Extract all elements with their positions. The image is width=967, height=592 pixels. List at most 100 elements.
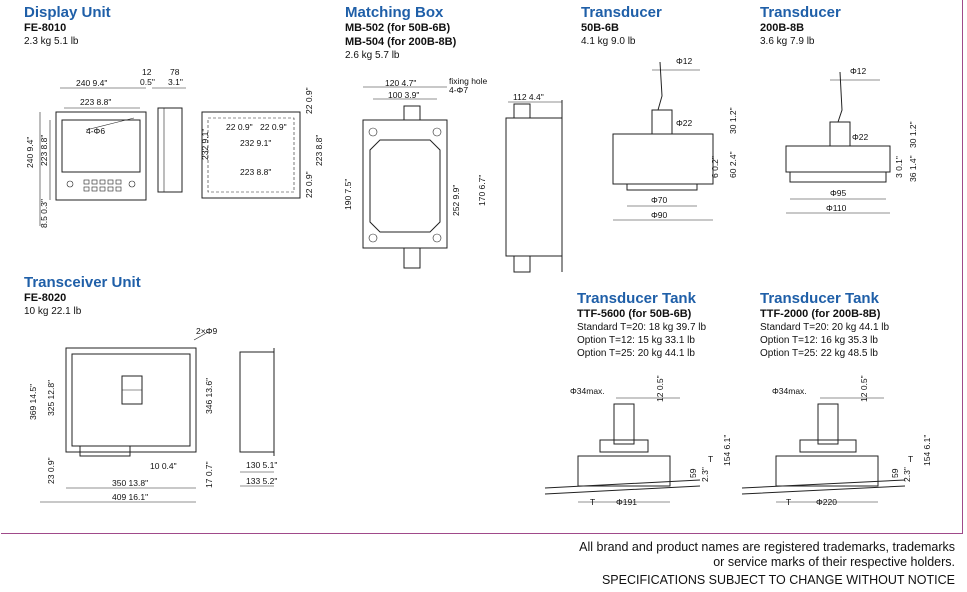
display-unit-weight: 2.3 kg 5.1 lb: [24, 36, 79, 47]
dim-du-inner-height: 223 8.8": [39, 135, 49, 166]
tank-2-line-2: Option T=12: 16 kg 35.3 lb: [760, 335, 878, 346]
dim-tr-offset: 10 0.4": [150, 461, 177, 471]
dim-tank1-base: 59: [688, 468, 698, 478]
dim-t1-body-dia: Φ90: [651, 210, 668, 220]
display-unit-section: Display Unit FE-8010 2.3 kg 5.1 lb: [24, 4, 111, 48]
tank-1-line-1: Standard T=20: 18 kg 39.7 lb: [577, 322, 707, 333]
dim-t2-face-dia: Φ95: [830, 188, 847, 198]
dim-cut-height: 232 9.1": [200, 129, 210, 160]
flush-mount-outline: [201, 111, 301, 199]
dim-cut-right: 22 0.9": [260, 122, 287, 132]
tank-1-stem: [613, 403, 635, 445]
dim-tank1-t-bottom: T: [590, 497, 595, 507]
transducer-1-section: Transducer 50B-6B 4.1 kg 9.0 lb: [581, 4, 662, 48]
transceiver-section: Transceiver Unit FE-8020 10 kg 22.1 lb: [24, 274, 141, 318]
dim-cut-width: 232 9.1": [240, 138, 271, 148]
dim-du-width: 240 9.4": [76, 78, 107, 88]
dim-mb-height: 190 7.5": [343, 179, 353, 210]
dim-tr-width: 409 16.1": [112, 492, 148, 502]
tank-1-section: Transducer Tank TTF-5600 (for 50B-6B) St…: [577, 290, 706, 360]
dim-tr-total-depth: 133 5.2": [246, 476, 277, 486]
dim-du-depth-b: 78: [170, 67, 180, 77]
dim-mb-total-height: 252 9.9": [451, 185, 461, 216]
transducer-1-model: 50B-6B: [581, 22, 619, 34]
dim-tr-hole-pitch-h: 350 13.8": [112, 478, 148, 488]
tank-1-model: TTF-5600 (for 50B-6B): [577, 308, 692, 320]
tank-2-line-3: Option T=25: 22 kg 48.5 lb: [760, 348, 878, 359]
display-screen: [61, 119, 141, 173]
trademark-line-1: All brand and product names are register…: [579, 540, 955, 554]
dim-cut-top: 22 0.9": [304, 87, 314, 114]
transducer-1-drawing: Φ12 Φ22 30 1.2" 60 2.4" 6 0.2" Φ70 Φ90: [612, 56, 738, 221]
dim-cut-left: 22 0.9": [226, 122, 253, 132]
dim-du-bottom: 8.5 0.3": [39, 199, 49, 228]
dim-mb-width: 120 4.7": [385, 78, 416, 88]
transceiver-title: Transceiver Unit: [24, 274, 141, 291]
dim-tank2-dia: Φ220: [816, 497, 837, 507]
tank-2-drawing: Φ34max. 12 0.5" 154 6.1" 59 2.3" T Φ220 …: [741, 375, 932, 507]
tank-2-hull: [741, 479, 906, 495]
dim-mb-hole-pitch: 100 3.9": [388, 90, 419, 100]
dim-du-inner-width: 223 8.8": [80, 97, 111, 107]
display-unit-title: Display Unit: [24, 4, 111, 21]
dim-cut-bottom: 22 0.9": [304, 171, 314, 198]
transducer-2-section: Transducer 200B-8B 3.6 kg 7.9 lb: [760, 4, 841, 48]
dim-t2-height: 36 1.4": [908, 155, 918, 182]
matching-box-section: Matching Box MB-502 (for 50B-6B) MB-504 …: [345, 4, 456, 62]
tank-1-line-3: Option T=25: 20 kg 44.1 lb: [577, 348, 695, 359]
t2-cable: [837, 71, 843, 123]
specifications-notice: SPECIFICATIONS SUBJECT TO CHANGE WITHOUT…: [601, 573, 955, 587]
tr-front-outline: [65, 347, 197, 453]
dim-du-height: 240 9.4": [25, 137, 35, 168]
dim-mb-fixing-hole: fixing hole: [449, 76, 488, 86]
dim-tr-panel-height: 346 13.6": [204, 378, 214, 414]
transducer-2-drawing: Φ12 Φ22 30 1.2" 36 1.4" 3 0.1" Φ95 Φ110: [785, 66, 918, 214]
dim-tank2-height: 154 6.1": [922, 435, 932, 466]
transducer-1-title: Transducer: [581, 4, 662, 21]
tank-1-body: [577, 455, 671, 487]
tank-1-title: Transducer Tank: [577, 290, 696, 307]
mb-front-lid: [369, 139, 441, 233]
matching-box-model-1: MB-502 (for 50B-6B): [345, 22, 451, 34]
matching-box-weight: 2.6 kg 5.7 lb: [345, 50, 400, 61]
dim-cut-inner-width: 223 8.8": [240, 167, 271, 177]
dim-t1-face: 6 0.2": [710, 156, 720, 178]
display-front-outline: [55, 111, 147, 201]
dim-tr-foot: 17 0.7": [204, 461, 214, 488]
display-keys: [66, 179, 136, 192]
display-side-view: [157, 107, 183, 193]
t1-cable: [657, 61, 663, 111]
dim-mb-depth: 112 4.4": [513, 92, 544, 102]
mb-cable-gland-top: [403, 105, 421, 121]
dim-tr-hole-pitch-v: 325 12.8": [46, 380, 56, 416]
tank-2-line-1: Standard T=20: 20 kg 44.1 lb: [760, 322, 890, 333]
display-unit-drawing: 240 9.4" 223 8.8" 12 0.5" 78 3.1" 4-Φ6 2…: [25, 67, 324, 228]
tank-2-title: Transducer Tank: [760, 290, 879, 307]
transducer-2-model: 200B-8B: [760, 22, 805, 34]
dim-du-depth-a: 12: [142, 67, 152, 77]
tr-inner-panel: [71, 353, 191, 447]
tank-1-line-2: Option T=12: 15 kg 33.1 lb: [577, 335, 695, 346]
flush-mount-cutout: [207, 117, 295, 193]
dim-tank2-t-bottom: T: [786, 497, 791, 507]
dim-t2-stem: Φ22: [852, 132, 869, 142]
dim-tank2-cable: Φ34max.: [772, 386, 807, 396]
transducer-2-title: Transducer: [760, 4, 841, 21]
t2-face: [789, 171, 887, 183]
dim-tr-height: 369 14.5": [28, 384, 38, 420]
transducer-2-weight: 3.6 kg 7.9 lb: [760, 36, 815, 47]
dim-tank1-height: 154 6.1": [722, 435, 732, 466]
matching-box-model-2: MB-504 (for 200B-8B): [345, 36, 457, 48]
dim-tr-holes: 2×Φ9: [196, 326, 217, 336]
transceiver-drawing: 2×Φ9 369 14.5" 325 12.8" 346 13.6" 23 0.…: [28, 326, 277, 503]
tank-1-hull: [544, 479, 701, 495]
tank-1-drawing: Φ34max. 12 0.5" 154 6.1" 59 2.3" T Φ191 …: [544, 375, 732, 507]
tank-2-model: TTF-2000 (for 200B-8B): [760, 308, 881, 320]
dim-mb-hole-count: 4-Φ7: [449, 85, 468, 95]
dim-tr-depth: 130 5.1": [246, 460, 277, 470]
matching-box-title: Matching Box: [345, 4, 444, 21]
dim-t2-cable: Φ12: [850, 66, 867, 76]
dim-t2-stem-height: 30 1.2": [908, 121, 918, 148]
dim-t1-stem: Φ22: [676, 118, 693, 128]
dim-du-depth-b-in: 3.1": [168, 77, 183, 87]
